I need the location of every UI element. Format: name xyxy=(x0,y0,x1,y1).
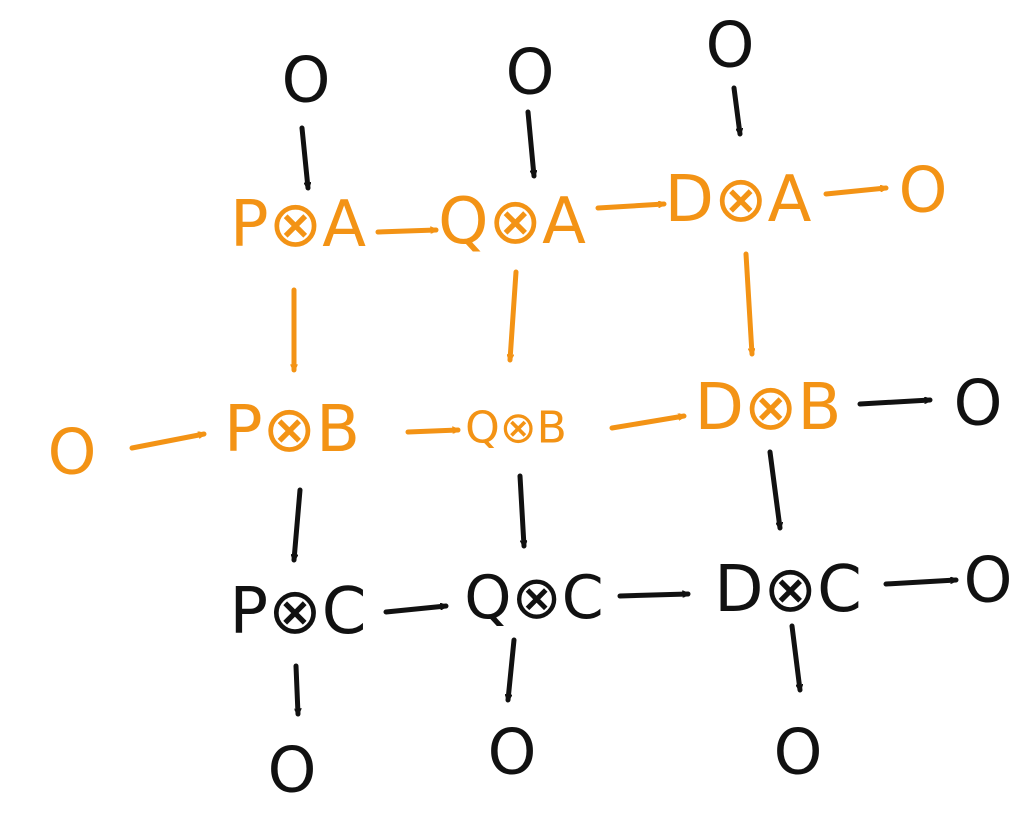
arrow-da-db xyxy=(743,251,752,357)
left-zero-b: O xyxy=(48,416,97,489)
right-zero-b: O xyxy=(954,367,1003,440)
bottom-zero-2: O xyxy=(488,716,537,789)
node-pc: P⊗C xyxy=(230,575,367,649)
arrow-qc-zero xyxy=(508,637,517,703)
node-db: D⊗B xyxy=(695,371,842,445)
arrow-top-to-pa xyxy=(299,125,308,191)
arrow-qb-qc xyxy=(517,473,524,549)
arrow-top-to-da xyxy=(731,85,740,137)
top-zero-1: O xyxy=(282,44,331,117)
node-pa: P⊗A xyxy=(230,188,366,262)
arrow-da-zero xyxy=(823,188,889,197)
arrow-db-zero xyxy=(857,400,933,407)
right-zero-c: O xyxy=(964,544,1013,617)
arrow-pa-qa xyxy=(375,230,439,235)
arrow-qc-dc xyxy=(617,594,691,599)
arrow-db-dc xyxy=(767,449,780,531)
node-da: D⊗A xyxy=(665,163,812,237)
node-qb: Q⊗B xyxy=(465,403,567,454)
arrow-pb-qb xyxy=(405,430,461,435)
arrow-top-to-qa xyxy=(525,109,534,179)
bottom-zero-1: O xyxy=(268,734,317,807)
top-zero-2: O xyxy=(506,36,555,109)
bottom-zero-3: O xyxy=(774,716,823,789)
arrow-pb-pc xyxy=(294,487,303,563)
arrow-qa-qb xyxy=(510,269,519,363)
arrow-dc-zero-down xyxy=(789,623,800,693)
node-dc: D⊗C xyxy=(714,553,862,627)
arrow-pc-qc xyxy=(383,606,449,615)
right-zero-a: O xyxy=(899,154,948,227)
node-qa: Q⊗A xyxy=(438,185,586,259)
arrow-pc-zero xyxy=(293,663,298,717)
arrow-qb-db xyxy=(609,416,687,431)
top-zero-3: O xyxy=(706,9,755,82)
arrow-dc-zero xyxy=(883,580,959,587)
node-qc: Q⊗C xyxy=(464,563,603,633)
arrow-qa-da xyxy=(595,204,667,211)
node-pb: P⊗B xyxy=(224,393,360,467)
arrow-zero-pb xyxy=(129,434,207,451)
